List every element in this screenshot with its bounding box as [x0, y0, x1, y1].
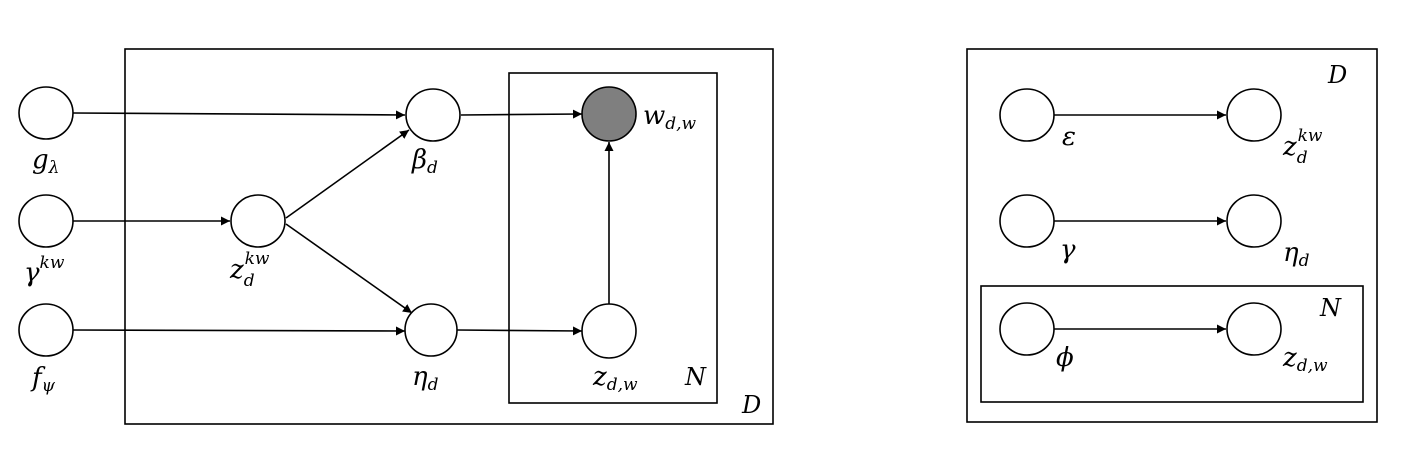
- edge-eta-to-z-dw: [456, 326, 583, 336]
- label-eta-d: ηd: [412, 362, 439, 395]
- var-plate-words: [980, 285, 1364, 403]
- edge-g-to-beta: [72, 110, 406, 120]
- edge-z-kw-to-beta: [285, 129, 410, 219]
- plate-documents-label: D: [741, 391, 761, 419]
- generative-model: D N gλ γkw fψ zdkw βd ηd wd,w zd,w: [18, 48, 774, 425]
- node-z-dw: [581, 303, 637, 359]
- variational-model: D N ε zdkw γ ηd ϕ zd,w: [966, 48, 1378, 423]
- node-f-psi: [18, 303, 74, 357]
- var-plate-words-label: N: [1319, 294, 1342, 322]
- plate-words-label: N: [684, 363, 707, 391]
- label-g-lambda: gλ: [32, 145, 59, 178]
- label-f-psi: fψ: [30, 363, 56, 396]
- node-w-dw-observed: [581, 86, 637, 142]
- var-plate-documents: [966, 48, 1378, 423]
- plate-words: [508, 72, 718, 404]
- node-eta-d: [404, 303, 458, 357]
- node-epsilon: [999, 88, 1055, 142]
- var-plate-documents-label: D: [1327, 61, 1347, 89]
- label-phi: ϕ: [1056, 343, 1074, 373]
- edge-z-kw-to-eta: [285, 223, 413, 314]
- node-gamma-kw: [18, 194, 74, 248]
- edge-beta-to-w: [460, 109, 583, 119]
- node-z-d-kw: [230, 194, 286, 248]
- node-beta-d: [405, 88, 461, 142]
- node-var-eta-d: [1226, 194, 1282, 248]
- label-beta-d: βd: [411, 145, 438, 178]
- label-var-z-dw: zd,w: [1282, 343, 1328, 376]
- label-z-d-kw: zdkw: [229, 249, 270, 291]
- node-var-gamma: [999, 194, 1055, 248]
- label-var-z-d-kw: zdkw: [1282, 126, 1323, 168]
- node-g-lambda: [18, 86, 74, 140]
- label-w-dw: wd,w: [643, 101, 697, 134]
- plate-documents: [124, 48, 774, 425]
- node-var-z-d-kw: [1226, 88, 1282, 142]
- label-gamma-kw: γkw: [24, 253, 65, 288]
- node-var-z-dw: [1226, 302, 1282, 356]
- edge-f-to-eta: [72, 326, 406, 336]
- label-epsilon: ε: [1062, 122, 1076, 152]
- label-var-eta-d: ηd: [1283, 238, 1310, 271]
- label-var-gamma: γ: [1060, 235, 1076, 265]
- label-z-dw: zd,w: [592, 362, 638, 395]
- node-phi: [999, 302, 1055, 356]
